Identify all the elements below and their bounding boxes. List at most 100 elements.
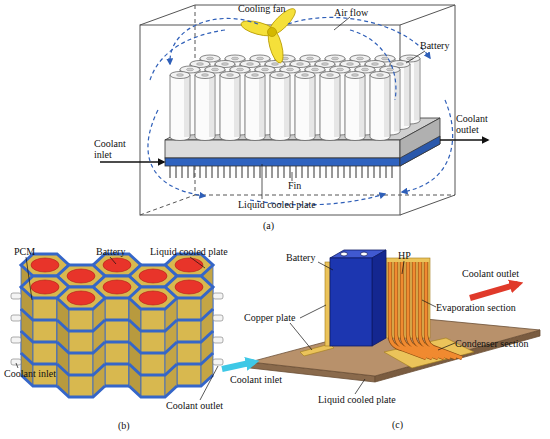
part-label: Coolant outlet bbox=[166, 400, 223, 411]
battery-block bbox=[361, 252, 368, 256]
battery-cell bbox=[227, 74, 234, 77]
copper-plate bbox=[325, 262, 330, 346]
battery-cell bbox=[362, 68, 369, 71]
battery-cell bbox=[272, 63, 279, 66]
air-flow-path bbox=[350, 30, 396, 100]
pcm-cell bbox=[57, 364, 105, 375]
pcm-cell bbox=[11, 337, 21, 343]
cooling-fin bbox=[374, 166, 375, 178]
cooling-fan bbox=[265, 27, 286, 65]
cooling-fin bbox=[362, 166, 363, 178]
liquid-cooled-plate bbox=[165, 158, 400, 166]
pcm-cell bbox=[213, 293, 223, 299]
air-flow-path bbox=[170, 18, 258, 64]
coolant-arrow bbox=[470, 284, 518, 298]
part-label: Liquid cooled plate bbox=[238, 199, 316, 210]
battery-cell bbox=[195, 72, 215, 79]
cooling-fin bbox=[200, 166, 201, 178]
pcm-cell bbox=[11, 315, 21, 321]
battery-cell bbox=[345, 75, 365, 141]
leader-line bbox=[200, 366, 218, 400]
pcm-cell bbox=[103, 258, 131, 272]
part-label: Coolant inlet bbox=[4, 368, 56, 379]
battery-cell bbox=[257, 57, 264, 60]
pcm-cell bbox=[31, 258, 59, 272]
coolant-arrow bbox=[440, 139, 488, 141]
pcm-cell bbox=[103, 280, 131, 294]
cooling-fin bbox=[284, 166, 285, 178]
cooling-fin bbox=[248, 166, 249, 178]
cooling-fan bbox=[268, 28, 277, 37]
cooling-fin bbox=[314, 166, 315, 178]
cooling-fin bbox=[212, 166, 213, 178]
battery-cell bbox=[404, 64, 409, 126]
coolant-arrow bbox=[100, 161, 164, 163]
leader-line bbox=[262, 17, 425, 199]
cooling-fin bbox=[170, 166, 171, 178]
cooling-fin bbox=[188, 166, 189, 178]
battery-cell bbox=[245, 72, 265, 141]
battery-cell bbox=[322, 63, 329, 66]
battery-cell bbox=[397, 63, 404, 66]
cooling-fin bbox=[332, 166, 333, 178]
battery-cell bbox=[382, 57, 389, 60]
cooling-fin bbox=[218, 166, 219, 178]
cooling-fin bbox=[350, 166, 351, 178]
battery-cell bbox=[245, 75, 265, 141]
pcm-cell bbox=[129, 287, 177, 309]
pcm-cell bbox=[129, 320, 177, 331]
cooling-fin bbox=[278, 166, 279, 178]
battery-cell bbox=[407, 57, 414, 60]
battery-block bbox=[341, 252, 348, 256]
battery-cell bbox=[320, 72, 340, 79]
battery-cell bbox=[237, 68, 244, 71]
leader-line bbox=[334, 17, 350, 30]
battery-block bbox=[330, 250, 386, 346]
battery-cell bbox=[332, 57, 339, 60]
pcm-cell bbox=[139, 291, 167, 305]
pcm-cell bbox=[67, 269, 95, 283]
enclosure-box bbox=[455, 5, 456, 195]
pcm-cell bbox=[129, 386, 177, 397]
battery-cell bbox=[170, 55, 420, 141]
enclosure-box bbox=[195, 195, 455, 196]
battery-cell bbox=[352, 74, 359, 77]
battery-cell bbox=[327, 74, 334, 77]
battery-block bbox=[330, 258, 372, 346]
battery-cell bbox=[170, 72, 190, 141]
leader-line bbox=[300, 305, 326, 318]
pcm-cell bbox=[129, 342, 177, 353]
pcm-cell bbox=[139, 269, 167, 283]
cooling-fin bbox=[290, 166, 291, 178]
copper-plate bbox=[300, 258, 474, 368]
part-label: Coolant inlet bbox=[230, 374, 282, 385]
cooling-fin bbox=[176, 166, 177, 178]
leader-line bbox=[290, 261, 455, 394]
leader-line bbox=[16, 363, 18, 368]
cooling-fin bbox=[224, 166, 225, 178]
battery-cell bbox=[284, 75, 289, 137]
cooling-fin bbox=[296, 166, 297, 178]
battery-cell bbox=[295, 75, 315, 141]
air-flow-path bbox=[150, 30, 225, 80]
cooling-fin bbox=[194, 166, 195, 178]
part-label: Battery bbox=[286, 252, 315, 263]
pcm-cell bbox=[57, 386, 105, 397]
battery-cell bbox=[234, 75, 239, 137]
leader-line bbox=[26, 257, 32, 300]
pcm-cell bbox=[175, 258, 203, 272]
pcm-cell bbox=[129, 287, 177, 397]
battery-cell bbox=[377, 74, 384, 77]
battery-cell bbox=[252, 74, 259, 77]
pcm-cell bbox=[11, 359, 21, 365]
battery-cell bbox=[370, 72, 390, 79]
battery-cell bbox=[259, 75, 264, 137]
cooling-fin bbox=[326, 166, 327, 178]
leader-line bbox=[406, 51, 425, 63]
coolant-arrow bbox=[222, 284, 518, 369]
battery-cell bbox=[220, 75, 240, 141]
leader-line bbox=[262, 164, 263, 199]
part-label: Evaporation section bbox=[436, 302, 516, 313]
part-label: Copper plate bbox=[244, 312, 295, 323]
